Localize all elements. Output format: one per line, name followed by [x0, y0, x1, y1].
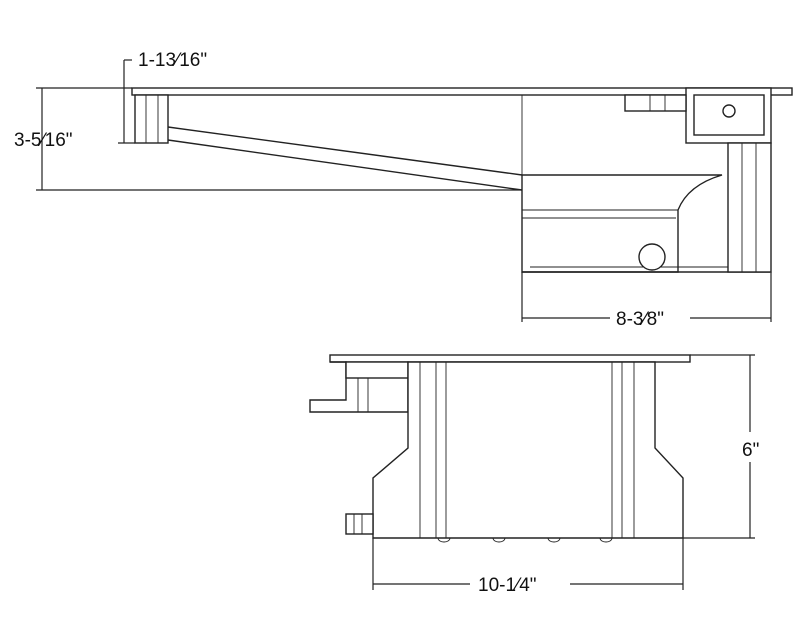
- dim-front-depth: 3-5⁄16": [14, 130, 73, 151]
- side-view: 1-13⁄16" 3-5⁄16" 8-3⁄8": [14, 50, 793, 330]
- dim-end-width: 10-1⁄4": [478, 575, 537, 596]
- end-view: 6" 10-1⁄4": [309, 354, 759, 596]
- end-top-flange: [329, 354, 691, 363]
- side-shallow-floor: [167, 126, 523, 176]
- side-rear-wall: [727, 142, 772, 273]
- side-front-flange: [134, 94, 169, 144]
- side-fitting-hole: [722, 104, 736, 118]
- side-top-rail: [131, 87, 793, 96]
- side-sump-body: [521, 174, 723, 273]
- end-drain-fitting: [345, 513, 374, 535]
- dim-flange-height: 1-13⁄16": [138, 50, 207, 71]
- end-body: [372, 361, 684, 539]
- dim-end-height: 6": [742, 440, 759, 461]
- dim-sump-length: 8-3⁄8": [616, 309, 664, 330]
- side-drain-plug: [638, 243, 666, 271]
